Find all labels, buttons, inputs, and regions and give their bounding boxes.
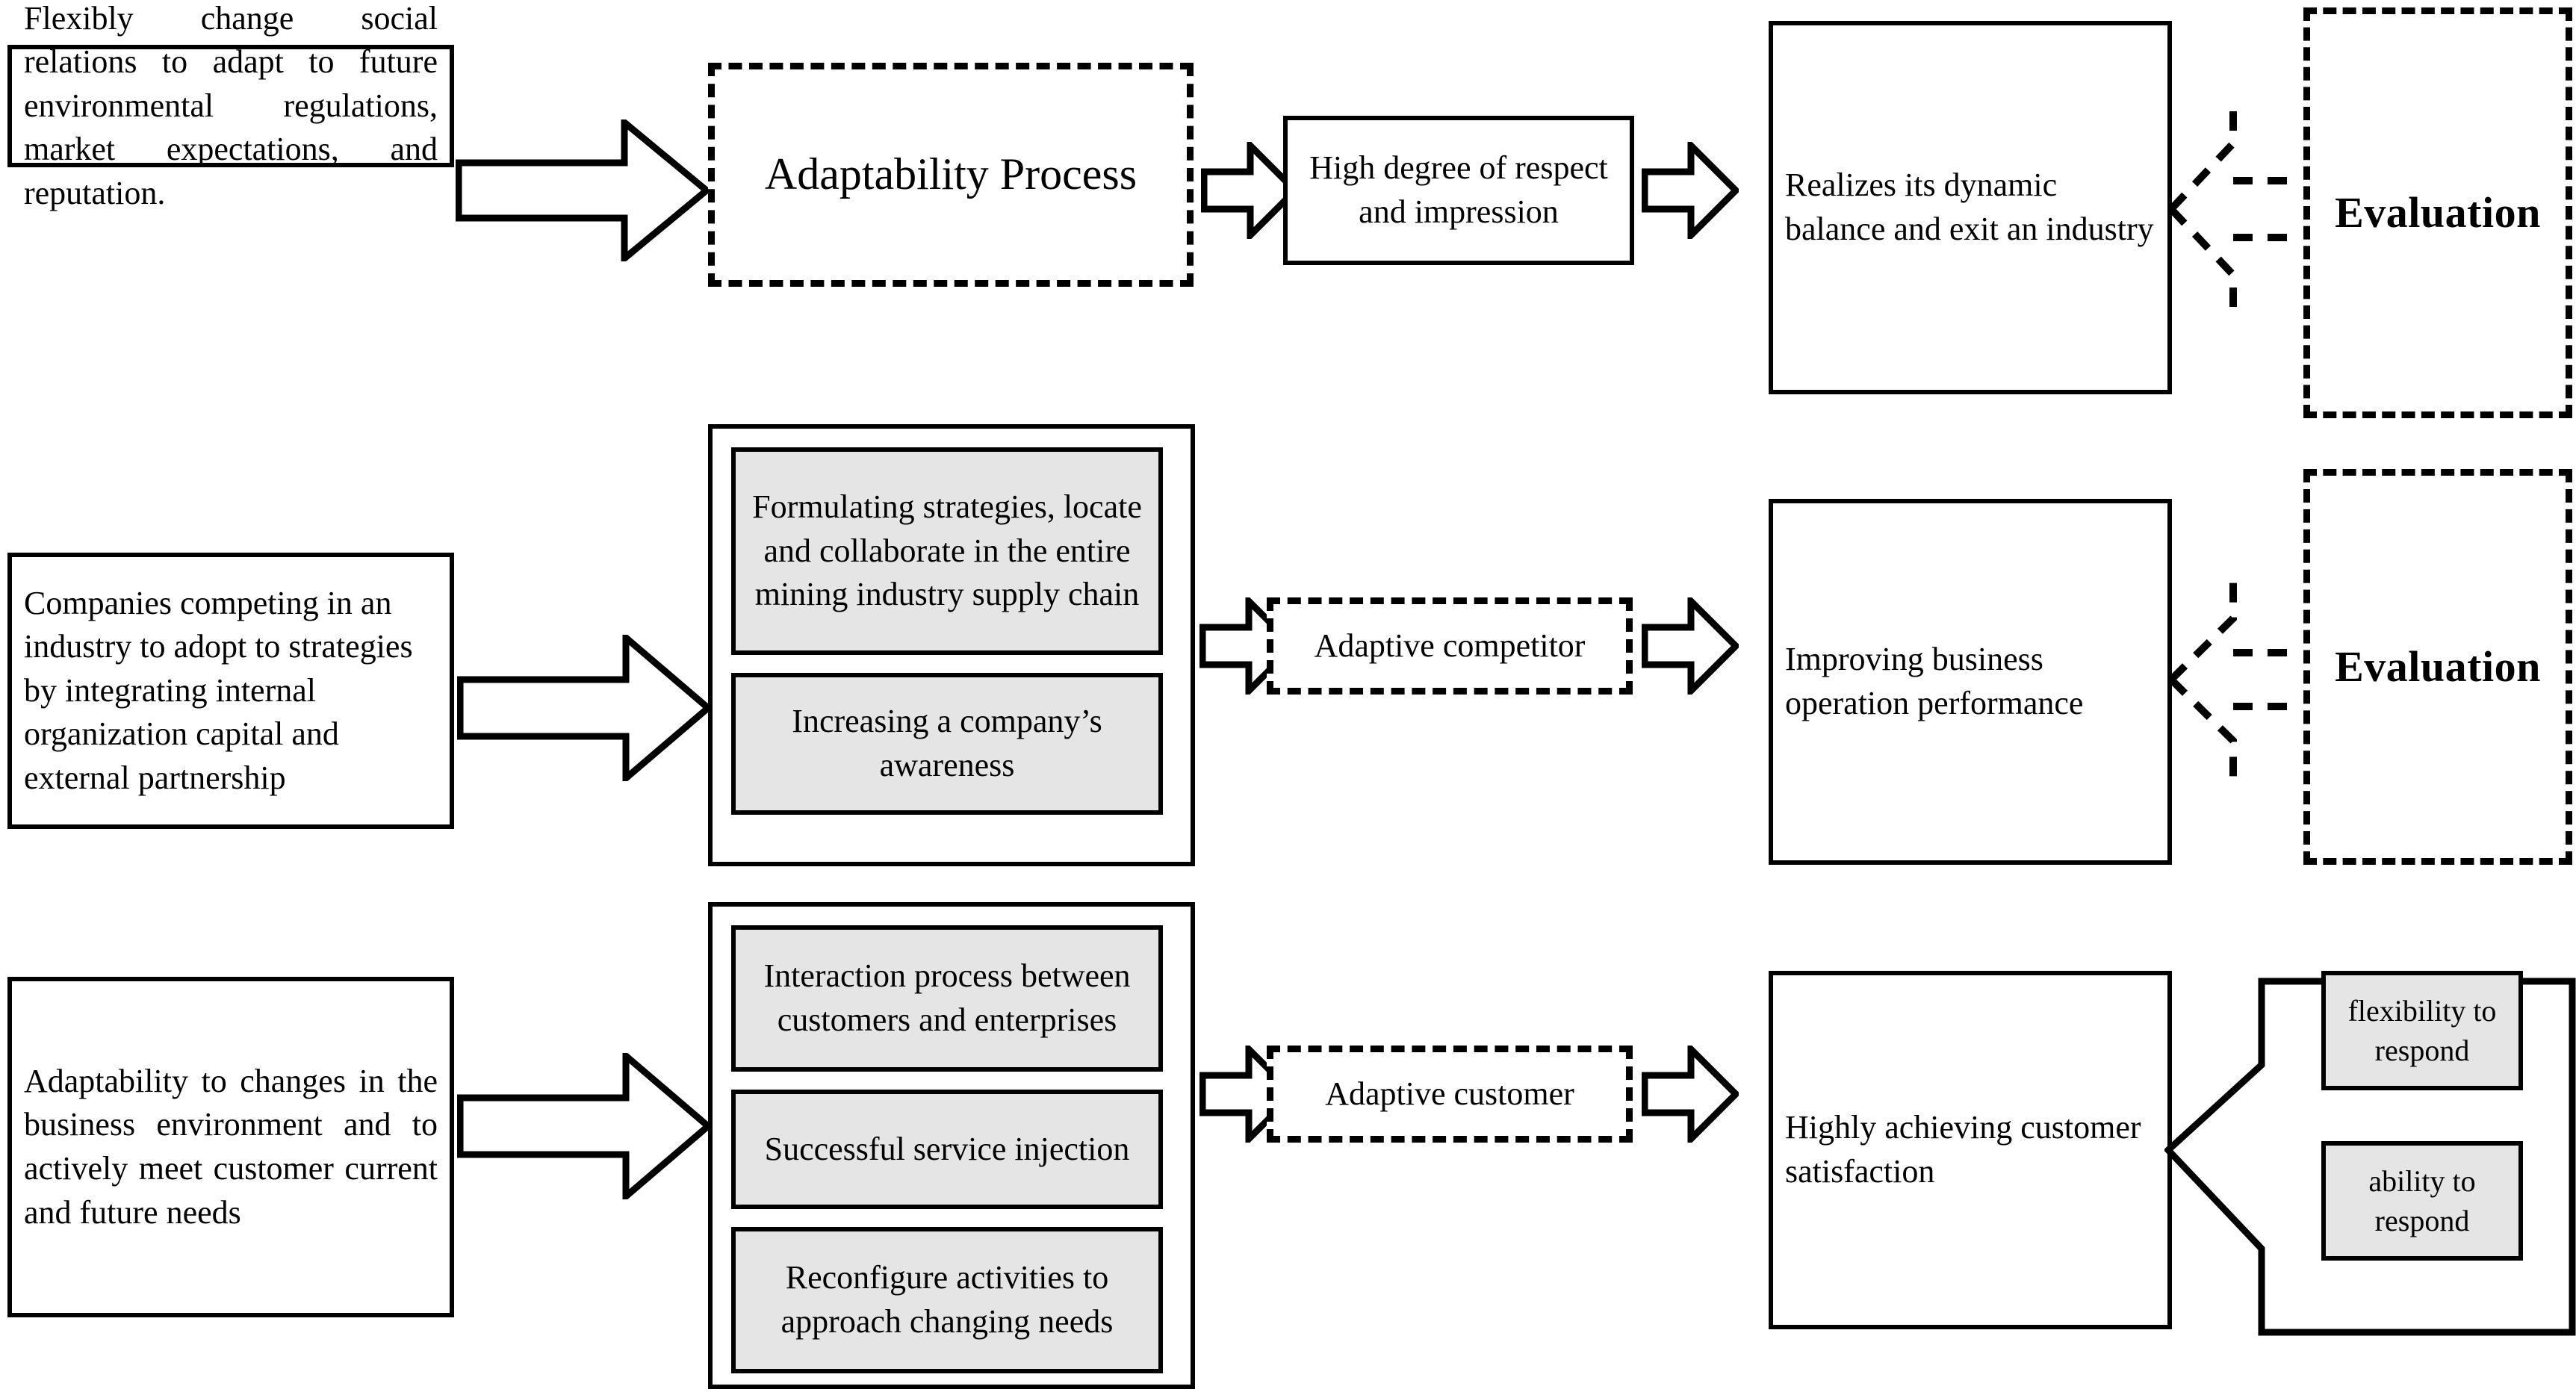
process-box-adaptability: Adaptability Process xyxy=(708,63,1194,287)
activity-text-awareness: Increasing a company’s awareness xyxy=(792,703,1102,783)
evaluation-label-row2: Evaluation xyxy=(2335,642,2541,692)
activities-container-row2: Formulating strategies, locate and colla… xyxy=(708,424,1195,866)
activity-text-interaction: Interaction process between customers an… xyxy=(763,957,1131,1038)
driver-box-customer: Adaptability to changes in the business … xyxy=(7,977,454,1317)
arrow-driver-to-activities-row2 xyxy=(457,635,711,781)
driver-text-competitor: Companies competing in an industry to ad… xyxy=(24,584,413,796)
activity-text-reconfigure: Reconfigure activities to approach chang… xyxy=(780,1259,1114,1340)
outcome-text-respect: High degree of respect and impression xyxy=(1309,149,1608,230)
arrow-process-to-result-row2 xyxy=(1642,597,1739,695)
process-box-adaptive-customer: Adaptive customer xyxy=(1267,1046,1633,1143)
activity-box-awareness: Increasing a company’s awareness xyxy=(731,673,1163,815)
arrow-process-to-outcome-row1 xyxy=(1201,142,1298,239)
activities-container-row3: Interaction process between customers an… xyxy=(708,902,1195,1389)
evaluation-label-row1: Evaluation xyxy=(2335,188,2541,237)
outcome-box-respect: High degree of respect and impression xyxy=(1283,116,1634,265)
arrow-driver-to-activities-row3 xyxy=(457,1053,711,1199)
driver-box-competitor: Companies competing in an industry to ad… xyxy=(7,553,454,829)
evaluation-box-row2: Evaluation xyxy=(2303,469,2572,865)
arrow-driver-to-process-row1 xyxy=(456,119,710,261)
capability-text-ability: ability to respond xyxy=(2368,1164,2476,1237)
result-box-dynamic-balance: Realizes its dynamic balance and exit an… xyxy=(1769,21,2172,394)
capability-box-flexibility: flexibility to respond xyxy=(2321,971,2523,1090)
result-text-dynamic-balance: Realizes its dynamic balance and exit an… xyxy=(1785,167,2154,247)
process-label-adaptive-competitor: Adaptive competitor xyxy=(1314,627,1586,664)
process-label-adaptive-customer: Adaptive customer xyxy=(1325,1075,1574,1112)
activity-box-interaction: Interaction process between customers an… xyxy=(731,925,1163,1072)
arrow-process-to-result-row3 xyxy=(1642,1046,1739,1143)
arrow-outcome-to-result-row1 xyxy=(1642,142,1739,239)
result-box-business-performance: Improving business operation performance xyxy=(1769,499,2172,865)
activity-text-strategies: Formulating strategies, locate and colla… xyxy=(752,488,1142,613)
capability-box-ability: ability to respond xyxy=(2321,1141,2523,1261)
activity-box-reconfigure: Reconfigure activities to approach chang… xyxy=(731,1227,1163,1373)
process-box-adaptive-competitor: Adaptive competitor xyxy=(1267,597,1633,695)
dashed-connector-evaluation-row1 xyxy=(2162,97,2319,321)
process-label-adaptability: Adaptability Process xyxy=(764,149,1138,199)
dashed-connector-evaluation-row2 xyxy=(2162,575,2319,784)
result-text-business-performance: Improving business operation performance xyxy=(1785,641,2084,721)
result-text-customer-satisfaction: Highly achieving customer satisfaction xyxy=(1785,1109,2141,1190)
driver-box-process: Flexibly change social relations to adap… xyxy=(7,0,454,211)
evaluation-box-row1: Evaluation xyxy=(2303,7,2572,418)
activity-box-strategies: Formulating strategies, locate and colla… xyxy=(731,447,1163,655)
result-box-customer-satisfaction: Highly achieving customer satisfaction xyxy=(1769,971,2172,1329)
driver-text-customer: Adaptability to changes in the business … xyxy=(24,1062,438,1231)
driver-text-process: Flexibly change social relations to adap… xyxy=(24,0,438,211)
activity-text-service-injection: Successful service injection xyxy=(764,1130,1130,1167)
activity-box-service-injection: Successful service injection xyxy=(731,1090,1163,1209)
capability-text-flexibility: flexibility to respond xyxy=(2347,993,2497,1067)
